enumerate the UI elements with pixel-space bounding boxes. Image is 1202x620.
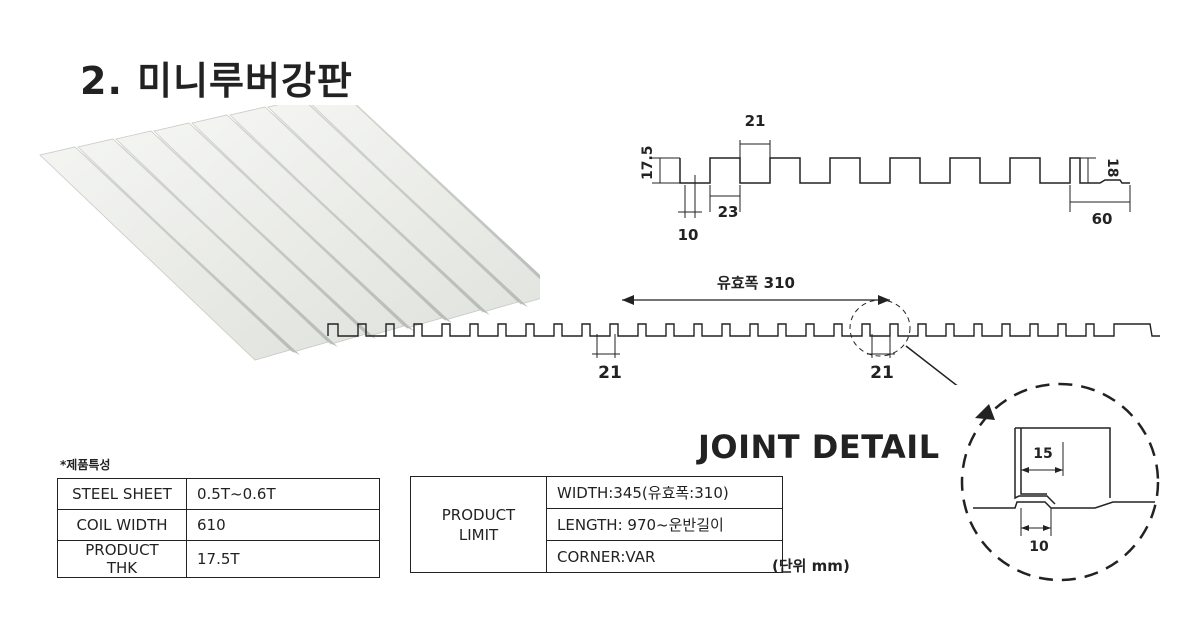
table-row: PRODUCT LIMIT WIDTH:345(유효폭:310)	[410, 476, 783, 573]
panel-rib-side	[189, 123, 414, 331]
unit-note: (단위 mm)	[772, 557, 850, 575]
profile-detail-drawing: 17.5 21 10 23 18 60	[640, 112, 1131, 244]
spec-value: 0.5T~0.6T	[186, 478, 380, 510]
dim-bottom-left: 10	[678, 226, 699, 244]
spec-label: STEEL SHEET	[57, 478, 187, 510]
panel-rib-side	[151, 131, 376, 339]
product-illustration	[39, 105, 540, 361]
joint-dim-top: 15	[1033, 446, 1052, 462]
dim-height: 17.5	[640, 145, 656, 180]
limit-value: WIDTH:345(유효폭:310)	[546, 476, 783, 509]
spec-label: COIL WIDTH	[57, 509, 187, 541]
product-limit-table: PRODUCT LIMIT WIDTH:345(유효폭:310) LENGTH:…	[410, 476, 783, 573]
dim-right-joint: 21	[870, 363, 894, 383]
table-row: STEEL SHEET 0.5T~0.6T	[57, 478, 380, 510]
features-caption: *제품특성	[60, 458, 111, 472]
dim-left-joint: 21	[598, 363, 622, 383]
spec-value: 17.5T	[186, 540, 380, 578]
effective-width-label: 유효폭 310	[717, 274, 795, 292]
dim-right-width: 60	[1092, 210, 1113, 228]
dim-trough: 23	[718, 203, 739, 221]
table-row: PRODUCT THK 17.5T	[57, 540, 380, 578]
table-row: LENGTH: 970~운반길이	[411, 508, 783, 541]
joint-detail-drawing: 15 10	[960, 382, 1160, 582]
page-title: 2. 미니루버강판	[80, 59, 353, 103]
product-limit-label: PRODUCT LIMIT	[410, 476, 547, 573]
panel-rib-side	[265, 107, 490, 315]
panel-rib-side	[75, 147, 300, 355]
spec-value: 610	[186, 509, 380, 541]
table-row: CORNER:VAR	[411, 540, 783, 573]
limit-value: CORNER:VAR	[546, 540, 783, 573]
panel-rib-side	[227, 115, 452, 323]
full-profile-drawing: 유효폭 310 21 21	[327, 274, 1160, 385]
panel-rib-side	[355, 105, 540, 279]
panel-rib-side	[113, 139, 338, 347]
spec-label: PRODUCT THK	[57, 540, 187, 578]
spec-table: STEEL SHEET 0.5T~0.6T COIL WIDTH 610 PRO…	[57, 478, 380, 578]
panel-rib-side	[309, 105, 528, 307]
limit-value: LENGTH: 970~운반길이	[546, 508, 783, 541]
dim-right-height: 18	[1104, 158, 1120, 177]
joint-detail-title: JOINT DETAIL	[698, 428, 940, 466]
dim-top-rib: 21	[745, 112, 766, 130]
joint-dim-bottom: 10	[1029, 539, 1049, 555]
table-row: COIL WIDTH 610	[57, 509, 380, 541]
